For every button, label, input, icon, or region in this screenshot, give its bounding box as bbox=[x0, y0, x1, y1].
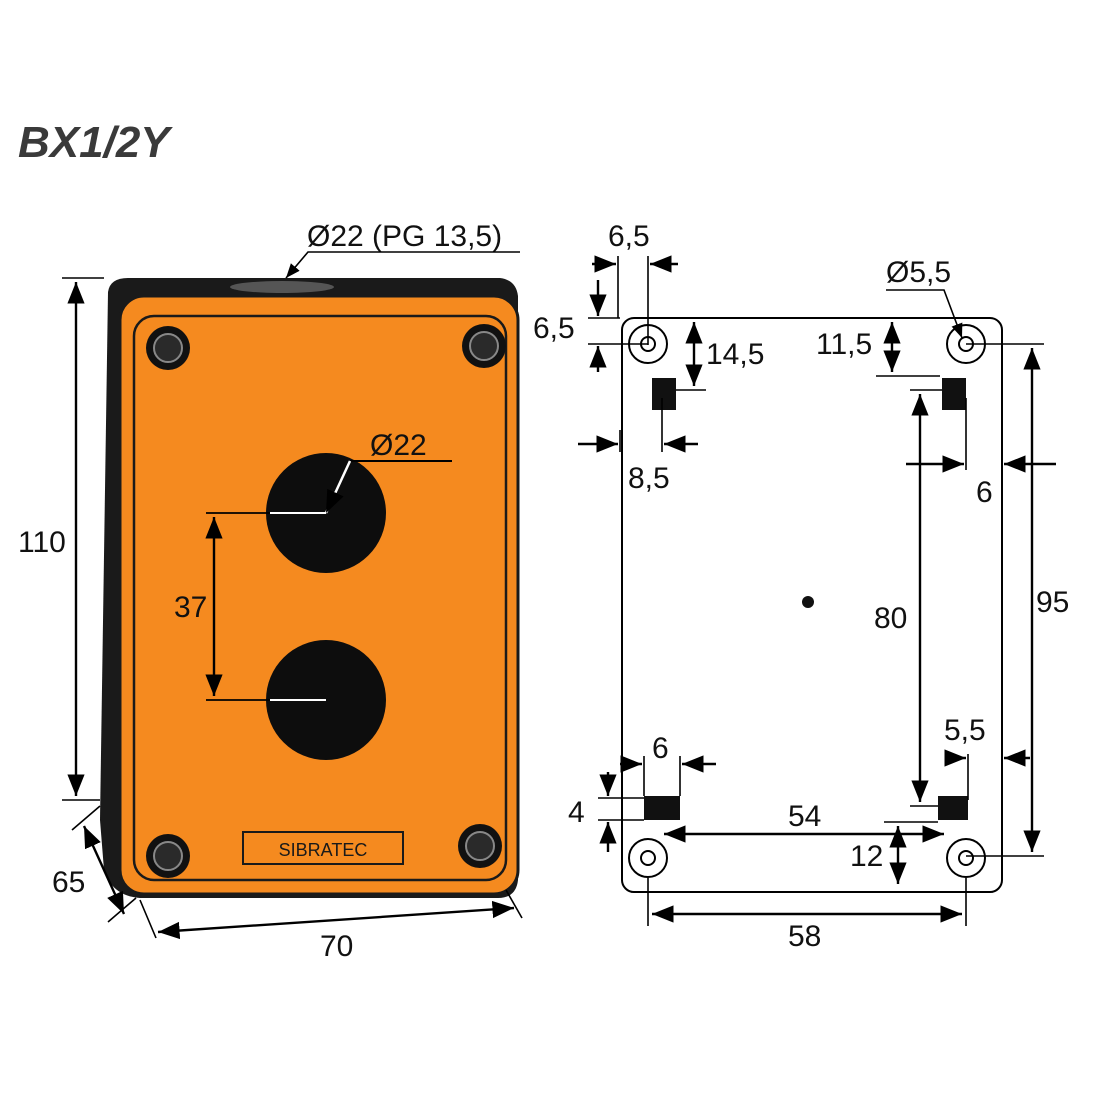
offset-y-label: 6,5 bbox=[533, 312, 575, 345]
height-label: 110 bbox=[18, 526, 66, 559]
rear-view: 6,5 6,5 14,5 8,5 Ø5,5 11,5 6 bbox=[533, 220, 1069, 953]
screw-icon bbox=[458, 824, 502, 868]
bottom-lug-height-label: 4 bbox=[568, 796, 585, 829]
lug-bottom-left bbox=[644, 796, 680, 820]
button-spacing-label: 37 bbox=[174, 591, 207, 624]
lug-right-y-label: 11,5 bbox=[816, 328, 872, 361]
button-diameter-label: Ø22 bbox=[370, 429, 427, 462]
top-hole-leader bbox=[285, 251, 520, 279]
bottom-lug-y-label: 12 bbox=[850, 840, 883, 873]
bottom-lug-width-label: 6 bbox=[652, 732, 669, 765]
lug-vertical-span-label: 80 bbox=[874, 602, 907, 635]
center-mark bbox=[802, 596, 814, 608]
brand-plate bbox=[242, 831, 404, 865]
overall-hole-span-label: 95 bbox=[1036, 586, 1069, 619]
screw-hole-leader bbox=[886, 289, 963, 339]
screw-icon bbox=[146, 834, 190, 878]
lug-top-right bbox=[942, 378, 966, 410]
lug-right-x-label: 6 bbox=[976, 476, 993, 509]
screw-hole-label: Ø5,5 bbox=[886, 256, 951, 289]
mounting-hole-icon bbox=[946, 838, 986, 878]
lug-top-left bbox=[652, 378, 676, 410]
product-title: BX1/2Y bbox=[18, 118, 170, 167]
screw-icon bbox=[146, 326, 190, 370]
width-dimension-line bbox=[157, 900, 515, 940]
bottom-right-offset-label: 5,5 bbox=[944, 714, 986, 747]
hole-horizontal-span-label: 58 bbox=[788, 920, 821, 953]
depth-ext-top bbox=[71, 805, 101, 831]
front-view: SIBRATEC Ø22 (PG 13,5) Ø22 37 110 65 70 bbox=[18, 220, 523, 963]
width-ext-left bbox=[139, 899, 157, 939]
offset-x-label: 6,5 bbox=[608, 220, 650, 253]
box-front-face bbox=[118, 294, 520, 896]
lug-bottom-right bbox=[938, 796, 968, 820]
lug-x-label: 8,5 bbox=[628, 462, 670, 495]
top-hole-label: Ø22 (PG 13,5) bbox=[307, 220, 502, 253]
button-radius-line bbox=[324, 460, 352, 514]
mounting-hole-icon bbox=[628, 838, 668, 878]
depth-label: 65 bbox=[52, 866, 85, 899]
lug-horizontal-span-label: 54 bbox=[788, 800, 821, 833]
width-ext-right bbox=[505, 889, 523, 919]
lug-top-y-label: 14,5 bbox=[706, 338, 764, 371]
width-label: 70 bbox=[320, 930, 353, 963]
lid-border bbox=[132, 314, 508, 882]
brand-plate-text: SIBRATEC bbox=[279, 840, 368, 860]
depth-dimension-line bbox=[82, 825, 126, 915]
top-gland-hole bbox=[230, 281, 334, 293]
screw-icon bbox=[462, 324, 506, 368]
